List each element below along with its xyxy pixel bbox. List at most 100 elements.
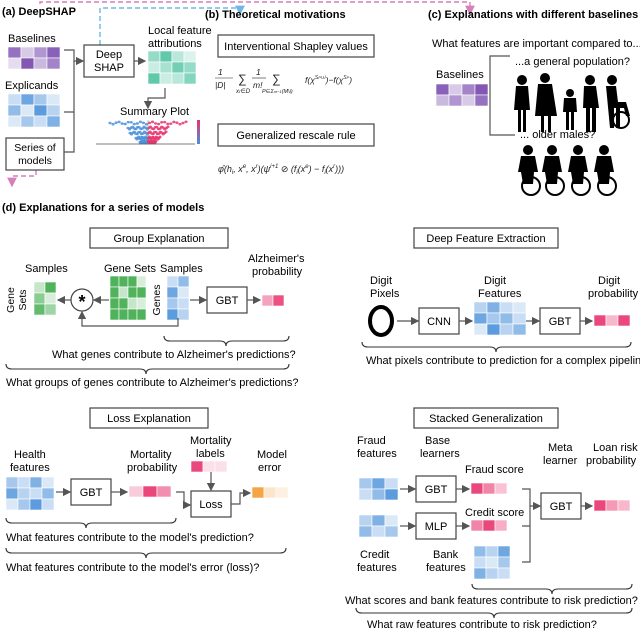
interventional-formula: 1 |D| ∑ xr∈D 1 m! ∑ P∈Σm−1(M\i) f(χSP∪i)… (215, 67, 352, 95)
grid-cell (46, 93, 61, 106)
cnn-label: CNN (427, 316, 451, 328)
loan-risk-1: Loan risk (593, 442, 638, 454)
grid-cell (128, 485, 144, 498)
summary-dot (117, 120, 121, 124)
svg-text:m!: m! (253, 80, 263, 90)
summary-dot (150, 120, 155, 124)
person-icon (542, 156, 562, 184)
grid-cell (499, 301, 514, 314)
grid-cell (5, 498, 19, 511)
deepshap-box (83, 44, 135, 78)
grid-cell (485, 556, 499, 569)
grid-cell (593, 314, 607, 327)
grid-cell (109, 275, 120, 288)
mortality-labels-2: labels (196, 448, 225, 460)
generalized-label: Generalized rescale rule (236, 130, 355, 142)
grid-cell (461, 83, 476, 96)
grid-cell (118, 275, 129, 288)
grid-cell (109, 308, 120, 321)
grid-cell (127, 308, 138, 321)
grid-cell (156, 485, 172, 498)
grid-cell (127, 275, 138, 288)
arrow-samples-to-star (77, 310, 179, 327)
grid-cell (41, 498, 55, 511)
person-icon (568, 156, 588, 184)
summary-dot (135, 122, 139, 125)
grid-cell (482, 482, 496, 495)
grid-cell (109, 286, 120, 299)
grid-cell (473, 556, 487, 569)
grid-cell (118, 286, 129, 299)
grid-cell (384, 477, 399, 490)
bank-features-1: Bank (433, 549, 459, 561)
grid-cell (202, 460, 216, 473)
base-learners-1: Base (425, 435, 450, 447)
group-gbt-box (206, 286, 248, 314)
grid-cell (473, 301, 488, 314)
genes-side-label: Genes (151, 285, 163, 316)
credit-features-1: Credit (360, 549, 389, 561)
loss-title-box (89, 407, 209, 429)
digit-zero-image (368, 305, 394, 337)
grid-cell (136, 297, 147, 310)
grid-cell (183, 61, 197, 74)
grid-cell (7, 46, 22, 59)
summary-dot (147, 121, 152, 125)
mortality-labels-1: Mortality (190, 435, 232, 447)
digit-prob-1: Digit (598, 275, 620, 287)
summary-dot (175, 121, 179, 124)
grid-cell (20, 104, 35, 117)
interventional-box (217, 34, 375, 58)
summary-dot (158, 135, 162, 139)
digit-prob-2: probability (588, 288, 639, 300)
grid-cell (177, 275, 190, 288)
summary-dot (138, 120, 142, 124)
group-q1: What genes contribute to Alzheimer's pre… (52, 349, 296, 361)
grid-cell (177, 297, 190, 310)
grid-cell (33, 93, 48, 106)
mortality-labels-bar (190, 460, 228, 473)
wheelchair-icon (545, 176, 565, 196)
grid-cell (593, 499, 607, 512)
health-features-1: Health (14, 449, 46, 461)
brace-stacked-2 (355, 607, 633, 619)
summary-dot (172, 120, 176, 124)
svg-text:1: 1 (218, 67, 223, 77)
grid-cell (127, 297, 138, 310)
grid-cell (251, 486, 265, 499)
grid-cell (214, 460, 228, 473)
credit-features-grid (358, 514, 399, 538)
credit-score-label: Credit score (465, 507, 524, 519)
grid-cell (605, 499, 619, 512)
grid-cell (474, 94, 489, 107)
grid-cell (166, 275, 179, 288)
panel-b-title: (b) Theoretical motivations (205, 9, 346, 21)
panel-c-question: What features are important compared to.… (432, 38, 640, 50)
credit-features-2: features (357, 562, 397, 574)
alz-prob-label-2: probability (252, 266, 303, 278)
grid-cell (46, 115, 61, 128)
grid-cell (275, 486, 289, 499)
panel-c-baselines-grid (435, 83, 489, 107)
grid-cell (473, 545, 487, 558)
pink-dashed-connector (39, 1, 475, 16)
grid-cell (473, 567, 487, 580)
loan-risk-2: probability (586, 455, 637, 467)
deepshap-label-2: SHAP (94, 62, 124, 74)
svg-text:φ̂(hi, xe, xr)(ψi+1 ⊘ (fi(xe): φ̂(hi, xe, xr)(ψi+1 ⊘ (fi(xe) − fi(xr))) (218, 164, 344, 176)
svg-text:P∈Σm−1(M\i): P∈Σm−1(M\i) (262, 89, 293, 95)
brace-loss-1 (5, 517, 177, 529)
arrow-bank-to-meta (522, 526, 531, 563)
grid-cell (136, 286, 147, 299)
digit-features-grid (473, 301, 527, 336)
grid-cell (617, 314, 631, 327)
grid-cell (485, 545, 499, 558)
group-explanation-title-box (89, 227, 229, 249)
model-error-2: error (258, 462, 282, 474)
summary-dot (126, 120, 130, 124)
bracket-baselines (489, 55, 515, 136)
grid-cell (177, 308, 190, 321)
svg-text:|D|: |D| (215, 80, 226, 90)
grid-cell (33, 115, 48, 128)
grid-cell (499, 323, 514, 336)
